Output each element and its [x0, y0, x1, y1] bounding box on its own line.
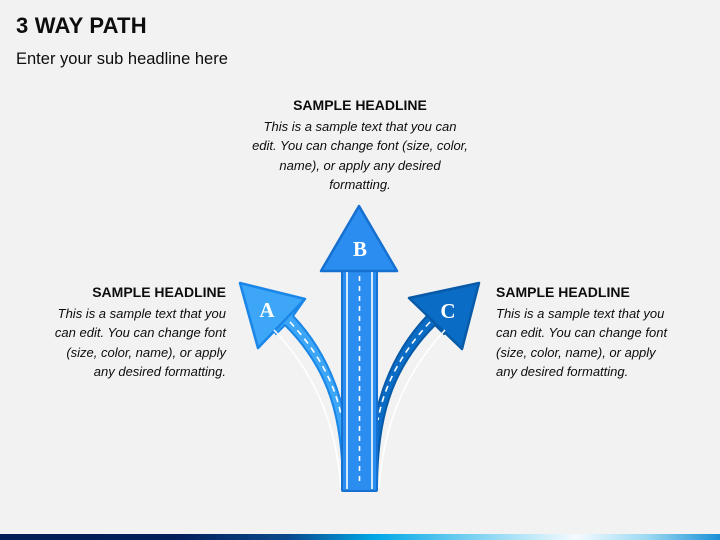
- body-text-b: This is a sample text that you can edit.…: [252, 119, 468, 193]
- text-block-b: SAMPLE HEADLINE This is a sample text th…: [250, 96, 470, 195]
- arrow-b-icon: [319, 204, 399, 492]
- body-text-c: This is a sample text that you can edit.…: [496, 306, 668, 380]
- headline-a: SAMPLE HEADLINE: [92, 284, 226, 300]
- bottom-gradient-bar: [0, 534, 720, 540]
- path-letter-a: A: [259, 298, 275, 322]
- headline-b: SAMPLE HEADLINE: [293, 97, 427, 113]
- slide-title: 3 WAY PATH: [16, 13, 147, 38]
- body-text-a: This is a sample text that you can edit.…: [54, 306, 226, 380]
- slide-subtitle: Enter your sub headline here: [16, 50, 228, 68]
- text-block-c: SAMPLE HEADLINE This is a sample text th…: [496, 283, 672, 382]
- text-block-a: SAMPLE HEADLINE This is a sample text th…: [50, 283, 226, 382]
- path-letter-c: C: [440, 299, 456, 323]
- headline-c: SAMPLE HEADLINE: [496, 284, 630, 300]
- path-letter-b: B: [352, 237, 367, 261]
